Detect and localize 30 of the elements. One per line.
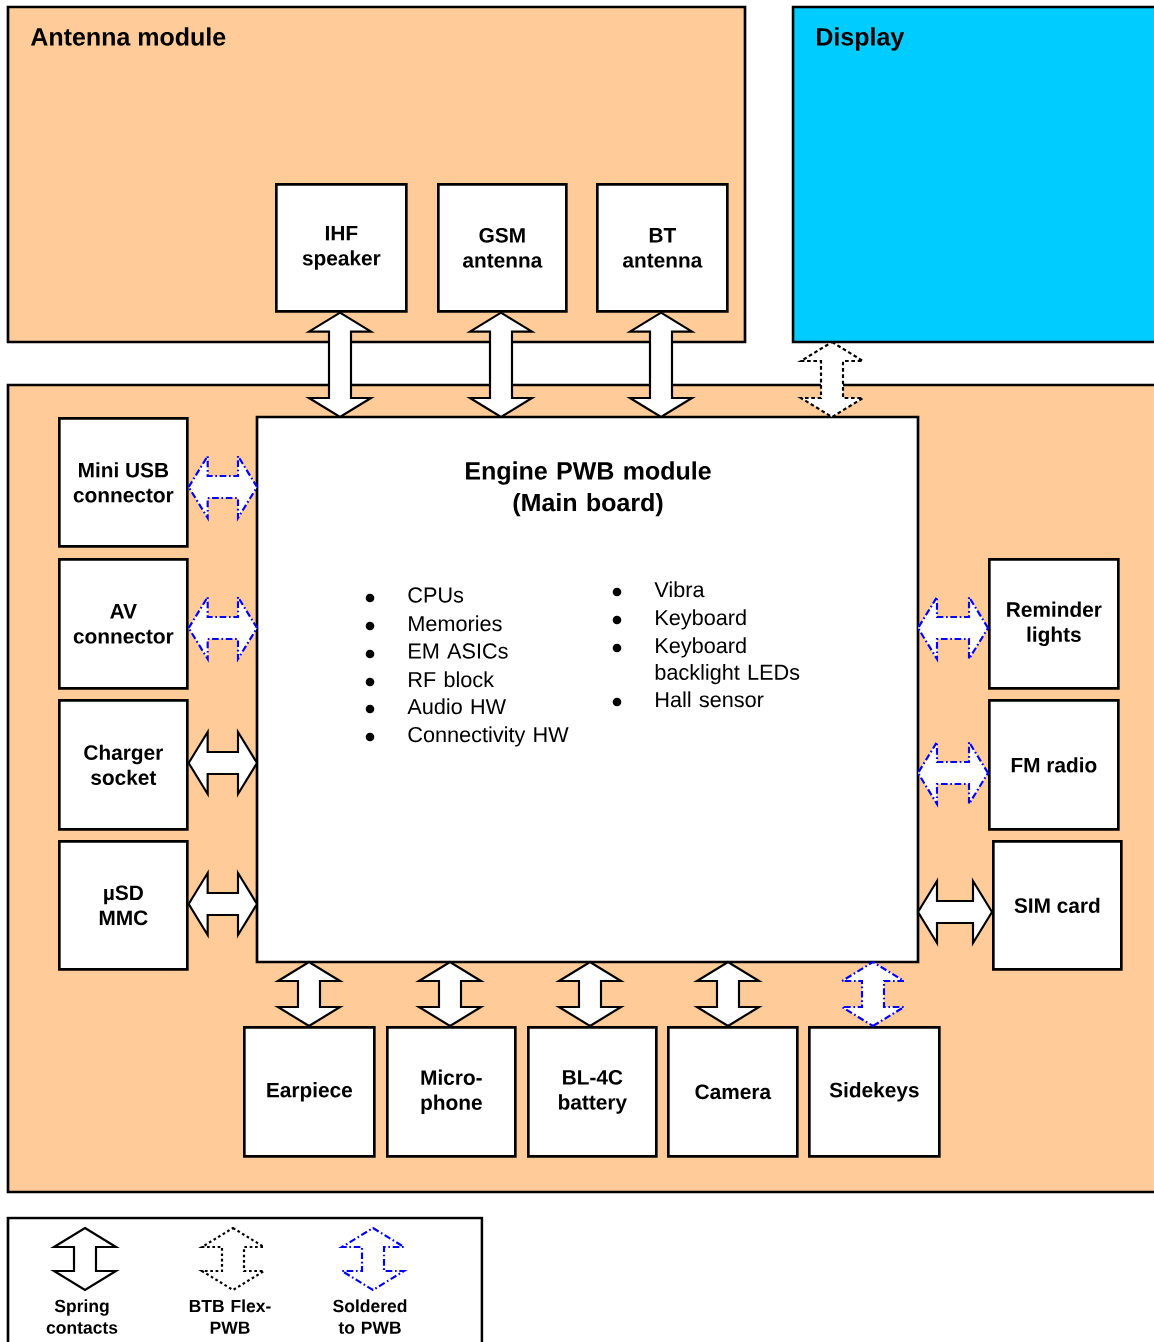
double-arrow bbox=[555, 960, 625, 1028]
double-arrow bbox=[187, 869, 259, 939]
component-box: SIM card bbox=[992, 840, 1123, 971]
legend-label: Spring contacts bbox=[46, 1299, 118, 1334]
main-board-box: Engine PWB module (Main board) CPUs Memories EM ASICs RF block Audio HW Connectivity HW Vibra Keyboard Keyboard backlight LEDs Hall sensor bbox=[255, 415, 920, 964]
double-arrow bbox=[916, 877, 994, 947]
component-box: FM radio bbox=[988, 699, 1120, 831]
component-box: IHF speaker bbox=[275, 183, 408, 313]
double-arrow bbox=[187, 728, 259, 798]
component-box: Reminder lights bbox=[988, 558, 1120, 690]
double-arrow bbox=[305, 311, 375, 419]
component-box: Mini USB connector bbox=[58, 417, 189, 548]
component-box: GSM antenna bbox=[437, 183, 568, 313]
double-arrow bbox=[693, 960, 763, 1028]
double-arrow bbox=[466, 311, 536, 419]
component-box: Sidekeys bbox=[808, 1026, 941, 1158]
component-box: Micro- phone bbox=[386, 1026, 517, 1158]
component-box: AV connector bbox=[58, 558, 189, 690]
component-box: Camera bbox=[667, 1026, 799, 1158]
double-arrow bbox=[415, 960, 485, 1028]
component-box: Earpiece bbox=[243, 1026, 376, 1158]
double-arrow bbox=[274, 960, 344, 1028]
component-box: Charger socket bbox=[58, 699, 189, 831]
module-panel: Display bbox=[791, 5, 1154, 344]
legend-label: BTB Flex-PWB bbox=[189, 1299, 271, 1334]
component-box: BT antenna bbox=[596, 183, 729, 313]
double-arrow bbox=[626, 311, 696, 419]
component-box: µSD MMC bbox=[58, 840, 189, 971]
legend-label: Soldered to PWB bbox=[333, 1299, 407, 1334]
component-box: BL-4C battery bbox=[527, 1026, 658, 1158]
